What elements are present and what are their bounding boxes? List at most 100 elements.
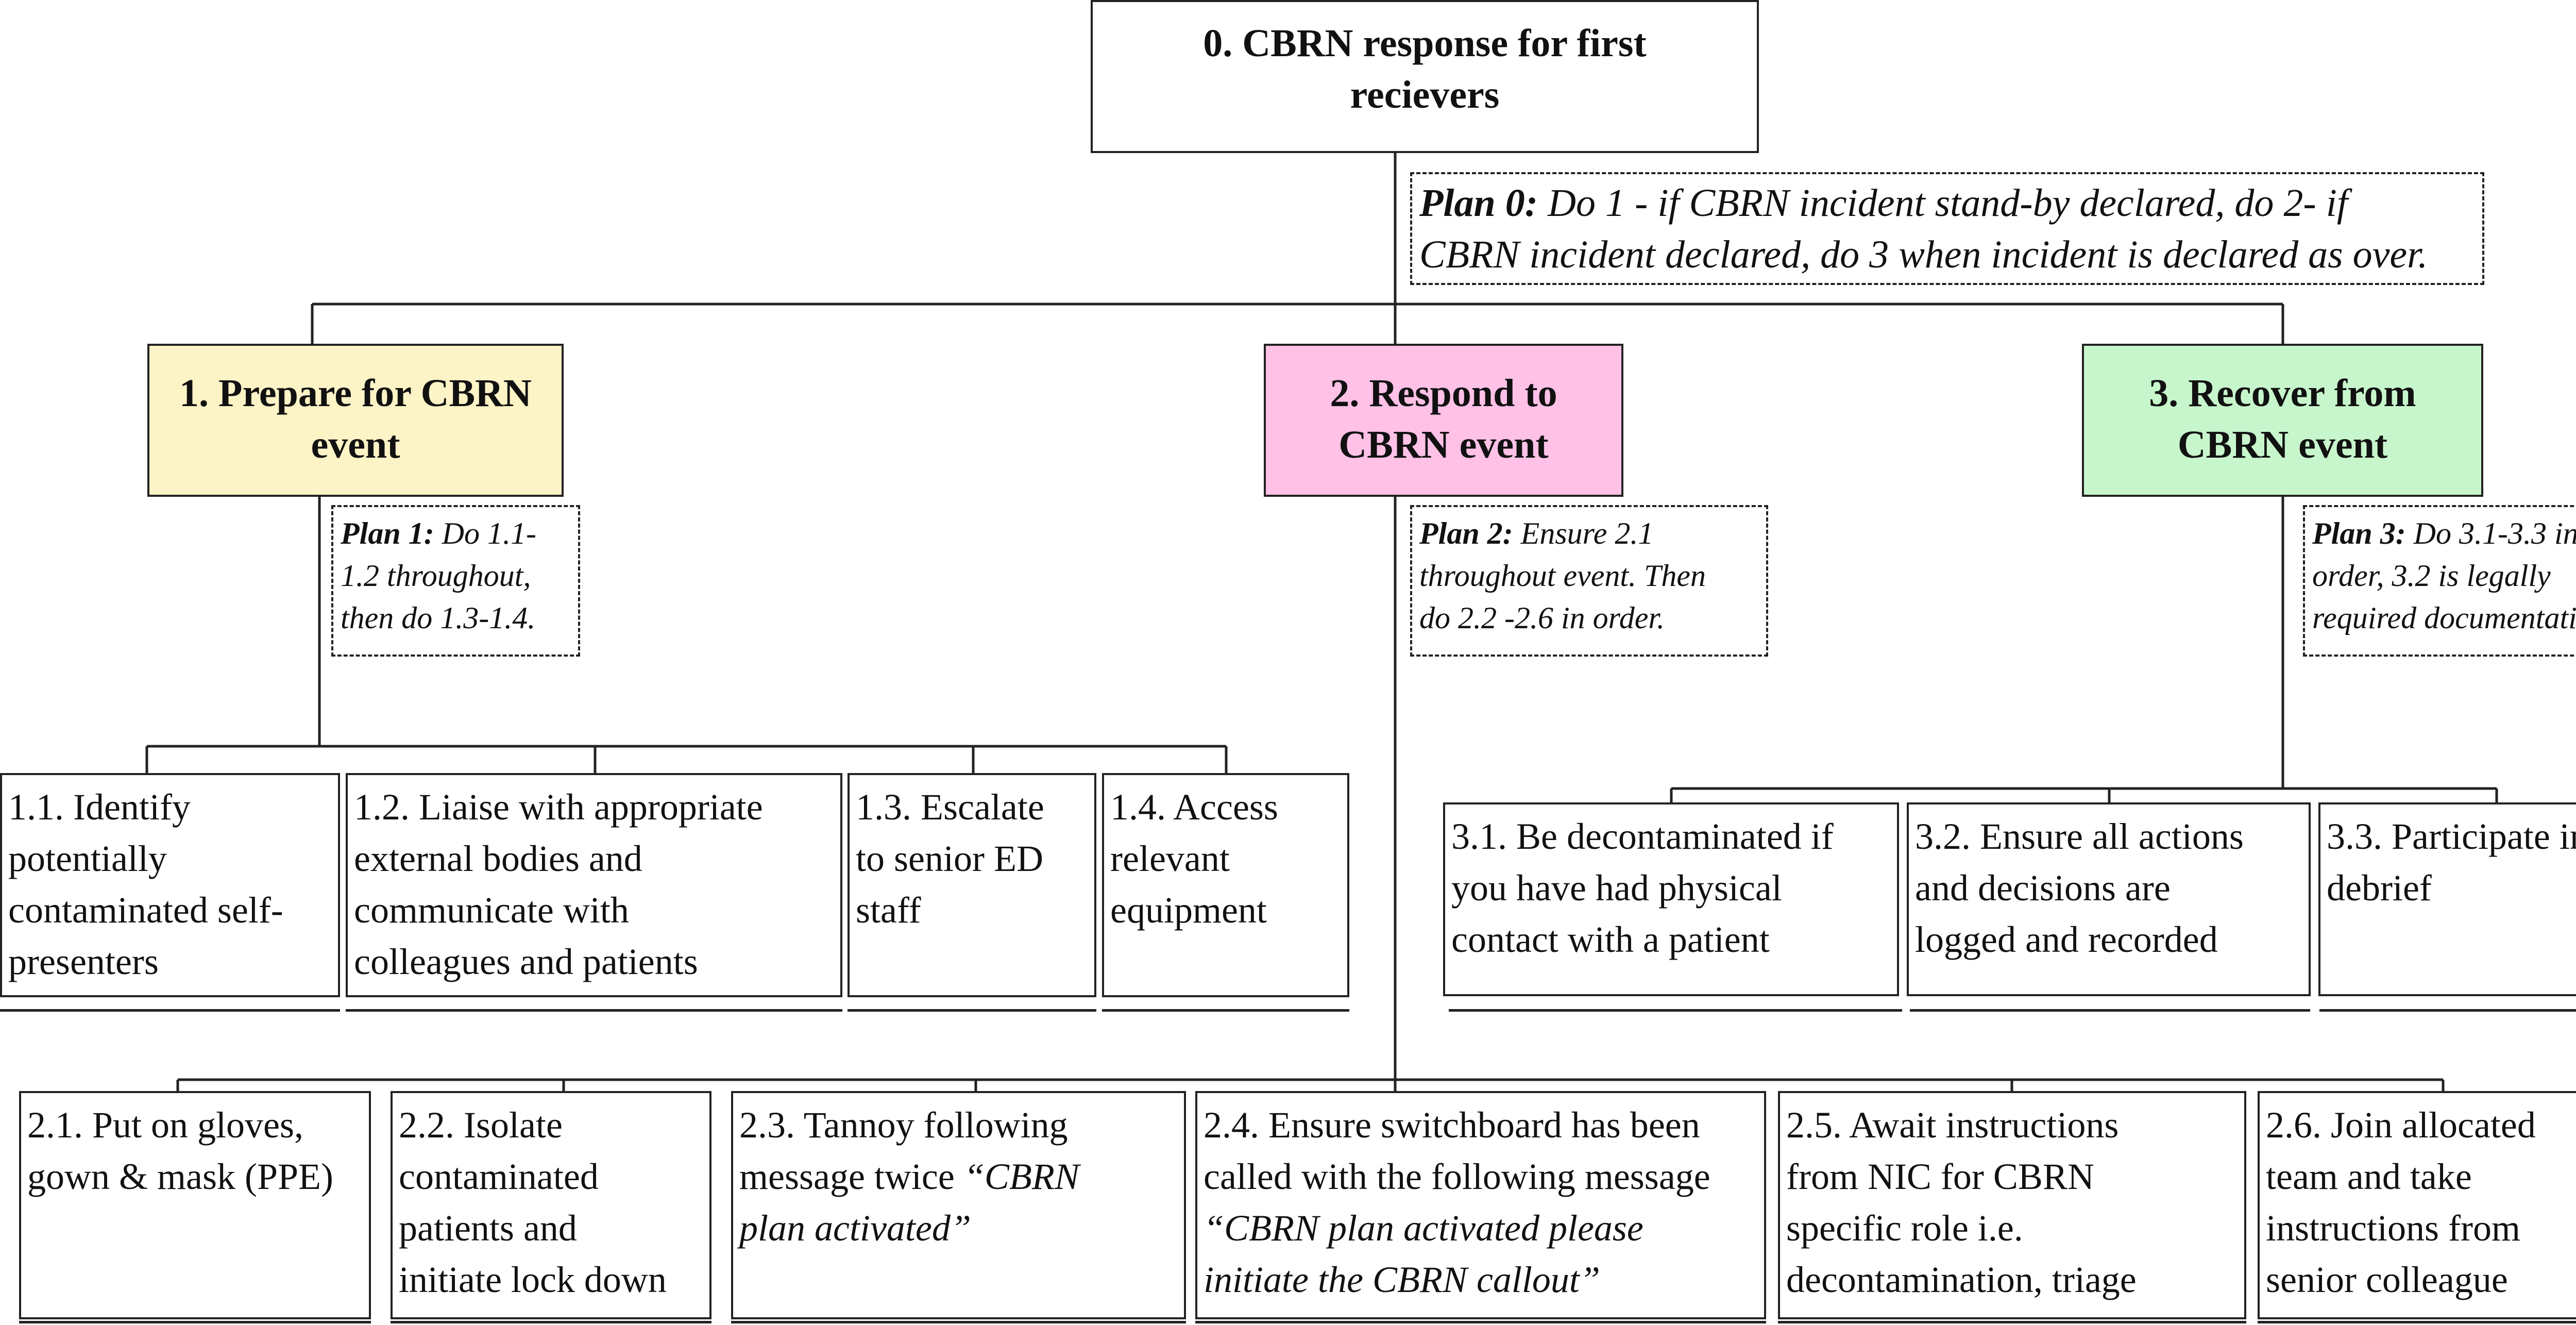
task-3-title-line1: 3. Recover from: [2149, 372, 2416, 415]
leaf-underline: [1102, 1009, 1349, 1012]
plan-1-text-line1: Do 1.1-: [434, 516, 536, 550]
subtask-2-6-line: instructions from: [2266, 1207, 2520, 1249]
plan-2-label: Plan 2:: [1419, 516, 1513, 550]
subtask-2-6: 2.6. Join allocated team and take instru…: [2258, 1091, 2576, 1319]
task-3-title-line2: CBRN event: [2177, 423, 2388, 466]
subtask-1-1: 1.1. Identify potentially contaminated s…: [0, 773, 340, 997]
plan-2-note: Plan 2: Ensure 2.1 throughout event. The…: [1410, 505, 1768, 657]
leaf-underline: [1778, 1321, 2246, 1323]
task-3-recover: 3. Recover from CBRN event: [2082, 344, 2483, 497]
task-1-title-line2: event: [311, 423, 400, 466]
leaf-underline: [1195, 1321, 1766, 1323]
plan-0-text-line1: Plan 0: Do 1 - if CBRN incident stand-by…: [1419, 181, 2348, 225]
plan-2-text-line2: throughout event. Then: [1419, 559, 1706, 593]
subtask-3-1-line: 3.1. Be decontaminated if: [1451, 816, 1834, 857]
subtask-2-6-line: 2.6. Join allocated: [2266, 1104, 2536, 1146]
plan-2-text-line3: do 2.2 -2.6 in order.: [1419, 601, 1665, 635]
subtask-1-3: 1.3. Escalate to senior ED staff: [848, 773, 1096, 997]
subtask-3-3: 3.3. Participate in debrief: [2318, 802, 2576, 996]
leaf-underline: [731, 1321, 1186, 1323]
subtask-2-5-line: decontamination, triage: [1786, 1259, 2137, 1300]
subtask-2-2-line: patients and: [399, 1207, 577, 1249]
subtask-1-4-line: equipment: [1110, 890, 1267, 931]
subtask-3-1-line: contact with a patient: [1451, 919, 1770, 960]
plan-1-text-line3: then do 1.3-1.4.: [341, 601, 536, 635]
subtask-2-2-line: 2.2. Isolate: [399, 1104, 563, 1146]
leaf-underline: [391, 1321, 711, 1323]
subtask-1-3-line: to senior ED: [856, 838, 1043, 879]
subtask-2-2: 2.2. Isolate contaminated patients and i…: [391, 1091, 711, 1319]
task-2-respond: 2. Respond to CBRN event: [1264, 344, 1623, 497]
plan-3-label: Plan 3:: [2312, 516, 2406, 550]
subtask-2-3: 2.3. Tannoy following message twice “CBR…: [731, 1091, 1186, 1319]
leaf-underline: [346, 1009, 842, 1012]
plan-0-note: Plan 0: Do 1 - if CBRN incident stand-by…: [1410, 172, 2484, 285]
task-2-title-line1: 2. Respond to: [1330, 372, 1557, 415]
subtask-2-4-line: 2.4. Ensure switchboard has been: [1204, 1104, 1700, 1146]
subtask-2-5-line: specific role i.e.: [1786, 1207, 2023, 1249]
leaf-underline: [19, 1321, 371, 1323]
subtask-2-5-line: from NIC for CBRN: [1786, 1156, 2094, 1197]
subtask-1-1-line: potentially: [8, 838, 167, 879]
task-1-prepare: 1. Prepare for CBRN event: [147, 344, 564, 497]
subtask-2-4-line: called with the following message: [1204, 1156, 1710, 1197]
leaf-underline: [2319, 1009, 2576, 1012]
subtask-2-1-line: gown & mask (PPE): [27, 1156, 333, 1197]
leaf-underline: [2258, 1321, 2576, 1323]
subtask-1-2-line: communicate with: [354, 890, 629, 931]
plan-3-text-line1: Do 3.1-3.3 in: [2405, 516, 2576, 550]
subtask-2-4-quote: “CBRN plan activated please: [1204, 1207, 1643, 1249]
leaf-underline: [0, 1009, 340, 1012]
root-task-box: 0. CBRN response for first recievers: [1091, 0, 1759, 153]
subtask-1-4: 1.4. Access relevant equipment: [1102, 773, 1349, 997]
plan-3-text-line2: order, 3.2 is legally: [2312, 559, 2551, 593]
plan-1-label: Plan 1:: [341, 516, 434, 550]
subtask-2-3-text: message twice: [739, 1156, 964, 1197]
root-task-title-line2: recievers: [1350, 73, 1500, 116]
subtask-1-4-line: relevant: [1110, 838, 1230, 879]
subtask-3-3-line: 3.3. Participate in: [2327, 816, 2576, 857]
subtask-3-2: 3.2. Ensure all actions and decisions ar…: [1907, 802, 2311, 996]
task-2-title-line2: CBRN event: [1338, 423, 1549, 466]
subtask-3-2-line: 3.2. Ensure all actions: [1915, 816, 2244, 857]
subtask-3-1-line: you have had physical: [1451, 867, 1782, 909]
subtask-2-2-line: initiate lock down: [399, 1259, 667, 1300]
subtask-1-1-line: presenters: [8, 941, 159, 982]
subtask-2-5: 2.5. Await instructions from NIC for CBR…: [1778, 1091, 2246, 1319]
plan-2-text-line1: Ensure 2.1: [1513, 516, 1654, 550]
subtask-1-1-line: 1.1. Identify: [8, 786, 191, 828]
leaf-underline: [1910, 1009, 2310, 1012]
subtask-2-3-quote: plan activated”: [739, 1207, 971, 1249]
leaf-underline: [848, 1009, 1096, 1012]
subtask-1-4-line: 1.4. Access: [1110, 786, 1278, 828]
subtask-2-6-line: team and take: [2266, 1156, 2472, 1197]
subtask-2-6-line: senior colleague: [2266, 1259, 2508, 1300]
plan-0-label: Plan 0:: [1419, 181, 1538, 225]
subtask-2-3-line: 2.3. Tannoy following: [739, 1104, 1068, 1146]
subtask-3-3-line: debrief: [2327, 867, 2432, 909]
subtask-2-4: 2.4. Ensure switchboard has been called …: [1195, 1091, 1766, 1319]
subtask-2-4-quote: initiate the CBRN callout”: [1204, 1259, 1600, 1300]
leaf-underline: [1449, 1009, 1902, 1012]
task-1-title-line1: 1. Prepare for CBRN: [179, 372, 532, 415]
subtask-1-3-line: 1.3. Escalate: [856, 786, 1044, 828]
plan-1-note: Plan 1: Do 1.1- 1.2 throughout, then do …: [331, 505, 580, 657]
subtask-1-2-line: 1.2. Liaise with appropriate: [354, 786, 763, 828]
subtask-1-2: 1.2. Liaise with appropriate external bo…: [346, 773, 842, 997]
subtask-3-1: 3.1. Be decontaminated if you have had p…: [1443, 802, 1899, 996]
subtask-2-3-line: message twice “CBRN: [739, 1151, 1178, 1202]
subtask-2-1-line: 2.1. Put on gloves,: [27, 1104, 304, 1146]
subtask-3-2-line: and decisions are: [1915, 867, 2171, 909]
subtask-1-1-line: contaminated self-: [8, 890, 283, 931]
subtask-2-1: 2.1. Put on gloves, gown & mask (PPE): [19, 1091, 371, 1319]
subtask-3-2-line: logged and recorded: [1915, 919, 2218, 960]
subtask-1-2-line: colleagues and patients: [354, 941, 698, 982]
subtask-2-5-line: 2.5. Await instructions: [1786, 1104, 2119, 1146]
plan-3-note: Plan 3: Do 3.1-3.3 in order, 3.2 is lega…: [2303, 505, 2576, 657]
root-task-title-line1: 0. CBRN response for first: [1203, 22, 1647, 65]
subtask-2-2-line: contaminated: [399, 1156, 599, 1197]
subtask-2-3-quote: “CBRN: [963, 1156, 1079, 1197]
plan-0-text-line2: CBRN incident declared, do 3 when incide…: [1419, 233, 2428, 276]
subtask-1-2-line: external bodies and: [354, 838, 642, 879]
